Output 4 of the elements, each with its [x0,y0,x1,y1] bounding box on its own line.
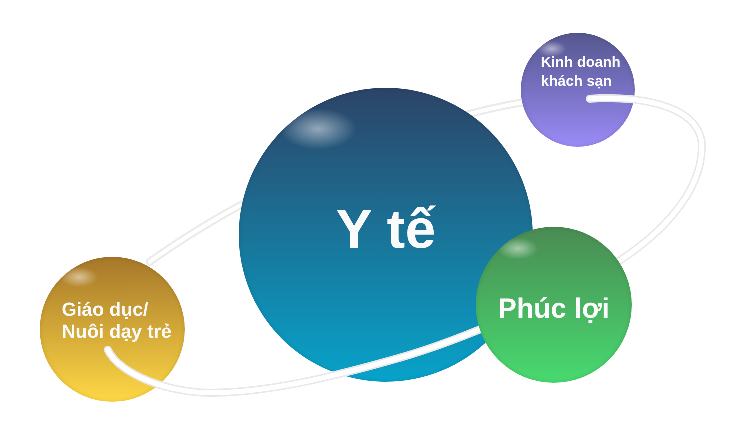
node-label: Phúc lợi [498,293,610,325]
node-label: Giáo dục/ Nuôi dạy trẻ [62,300,173,344]
node-label: Y tế [336,199,436,259]
node-label: Kinh doanh khách sạn [541,54,622,92]
